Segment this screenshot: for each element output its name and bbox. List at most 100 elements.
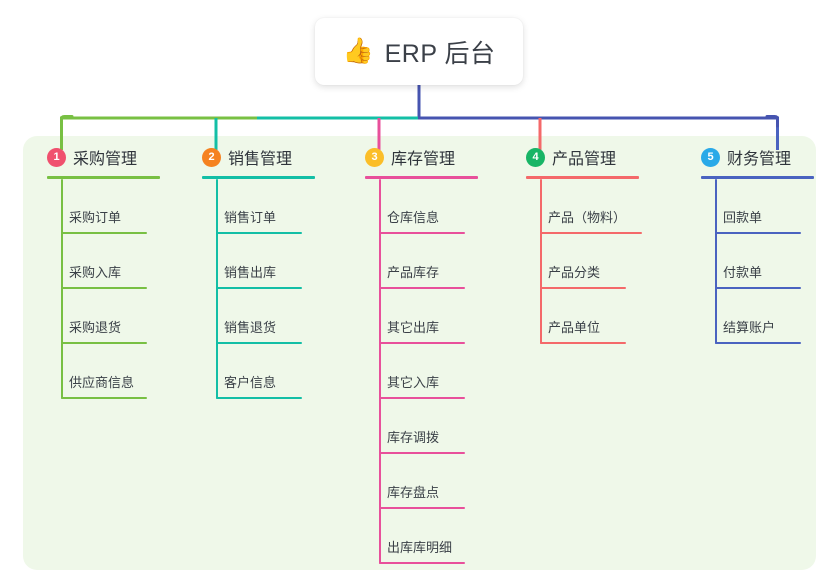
item-underline xyxy=(379,507,465,509)
item-underline xyxy=(715,287,801,289)
branch-column-2: 2 销售管理 销售订单 销售出库 销售退货 客户信息 xyxy=(202,145,315,399)
item-label: 产品单位 xyxy=(548,320,601,335)
item-underline xyxy=(61,342,147,344)
branch-title-2: 销售管理 xyxy=(228,151,293,168)
list-item[interactable]: 供应商信息 xyxy=(47,344,160,399)
branch-badge-1: 1 xyxy=(47,147,66,167)
item-label: 销售订单 xyxy=(224,210,277,225)
branch-badge-2: 2 xyxy=(202,147,221,167)
branch-title-4: 产品管理 xyxy=(552,151,617,168)
list-item[interactable]: 其它入库 xyxy=(365,344,478,399)
branch-items-1: 采购订单 采购入库 采购退货 供应商信息 xyxy=(47,179,160,399)
list-item[interactable]: 产品（物料） xyxy=(526,179,642,234)
list-item[interactable]: 回款单 xyxy=(701,179,814,234)
branch-spine-5 xyxy=(715,179,717,344)
branch-header-rule-2 xyxy=(202,176,315,179)
branch-header-4[interactable]: 4 产品管理 xyxy=(526,145,639,169)
item-label: 其它入库 xyxy=(387,375,440,390)
item-underline xyxy=(379,397,465,399)
list-item[interactable]: 产品单位 xyxy=(526,289,639,344)
item-underline xyxy=(379,342,465,344)
list-item[interactable]: 其它出库 xyxy=(365,289,478,344)
item-underline xyxy=(715,342,801,344)
branch-column-1: 1 采购管理 采购订单 采购入库 采购退货 供应商信息 xyxy=(47,145,160,399)
branch-spine-2 xyxy=(216,179,218,399)
branch-header-1[interactable]: 1 采购管理 xyxy=(47,145,160,169)
list-item[interactable]: 付款单 xyxy=(701,234,814,289)
list-item[interactable]: 客户信息 xyxy=(202,344,315,399)
item-underline xyxy=(61,287,147,289)
branch-column-4: 4 产品管理 产品（物料） 产品分类 产品单位 xyxy=(526,145,642,344)
branch-badge-5: 5 xyxy=(701,147,720,167)
branch-header-rule-4 xyxy=(526,176,639,179)
branch-header-5[interactable]: 5 财务管理 xyxy=(701,145,814,169)
item-label: 仓库信息 xyxy=(387,210,440,225)
item-underline xyxy=(540,287,626,289)
list-item[interactable]: 销售订单 xyxy=(202,179,315,234)
branch-items-4: 产品（物料） 产品分类 产品单位 xyxy=(526,179,642,344)
item-label: 采购退货 xyxy=(69,320,122,335)
branch-title-5: 财务管理 xyxy=(727,151,792,168)
branch-column-3: 3 库存管理 仓库信息 产品库存 其它出库 其它入库 库存调拨 xyxy=(365,145,478,564)
item-underline xyxy=(540,232,642,234)
branch-spine-4 xyxy=(540,179,542,344)
item-underline xyxy=(715,232,801,234)
item-underline xyxy=(216,342,302,344)
item-underline xyxy=(216,232,302,234)
branch-title-1: 采购管理 xyxy=(73,151,138,168)
branch-spine-1 xyxy=(61,179,63,399)
item-label: 产品（物料） xyxy=(548,210,627,225)
branch-header-rule-5 xyxy=(701,176,814,179)
list-item[interactable]: 产品分类 xyxy=(526,234,639,289)
item-underline xyxy=(216,287,302,289)
branch-spine-3 xyxy=(379,179,381,564)
item-underline xyxy=(379,232,465,234)
branch-title-3: 库存管理 xyxy=(391,151,456,168)
item-underline xyxy=(61,397,147,399)
item-label: 采购入库 xyxy=(69,265,122,280)
root-node[interactable]: 👍 ERP 后台 xyxy=(315,18,523,85)
list-item[interactable]: 出库库明细 xyxy=(365,509,478,564)
item-label: 销售出库 xyxy=(224,265,277,280)
item-label: 付款单 xyxy=(723,265,763,280)
item-label: 回款单 xyxy=(723,210,763,225)
branch-badge-3: 3 xyxy=(365,147,384,167)
item-label: 产品分类 xyxy=(548,265,601,280)
item-underline xyxy=(540,342,626,344)
root-title: ERP 后台 xyxy=(384,39,496,68)
list-item[interactable]: 仓库信息 xyxy=(365,179,478,234)
branch-column-5: 5 财务管理 回款单 付款单 结算账户 xyxy=(701,145,814,344)
list-item[interactable]: 产品库存 xyxy=(365,234,478,289)
item-label: 产品库存 xyxy=(387,265,440,280)
branch-header-3[interactable]: 3 库存管理 xyxy=(365,145,478,169)
branch-items-5: 回款单 付款单 结算账户 xyxy=(701,179,814,344)
item-underline xyxy=(61,232,147,234)
item-underline xyxy=(379,562,465,564)
item-label: 库存调拨 xyxy=(387,430,440,445)
list-item[interactable]: 库存盘点 xyxy=(365,454,478,509)
list-item[interactable]: 采购入库 xyxy=(47,234,160,289)
list-item[interactable]: 采购订单 xyxy=(47,179,160,234)
branch-items-3: 仓库信息 产品库存 其它出库 其它入库 库存调拨 库存盘点 xyxy=(365,179,478,564)
item-label: 客户信息 xyxy=(224,375,277,390)
item-label: 出库库明细 xyxy=(387,540,453,555)
item-label: 销售退货 xyxy=(224,320,277,335)
item-label: 结算账户 xyxy=(723,320,776,335)
list-item[interactable]: 结算账户 xyxy=(701,289,814,344)
branch-header-rule-3 xyxy=(365,176,478,179)
list-item[interactable]: 销售出库 xyxy=(202,234,315,289)
item-label: 供应商信息 xyxy=(69,375,135,390)
branch-badge-4: 4 xyxy=(526,147,545,167)
list-item[interactable]: 销售退货 xyxy=(202,289,315,344)
branch-items-2: 销售订单 销售出库 销售退货 客户信息 xyxy=(202,179,315,399)
item-underline xyxy=(379,287,465,289)
branch-header-rule-1 xyxy=(47,176,160,179)
thumbs-up-icon: 👍 xyxy=(342,37,374,65)
item-label: 其它出库 xyxy=(387,320,440,335)
list-item[interactable]: 采购退货 xyxy=(47,289,160,344)
branch-header-2[interactable]: 2 销售管理 xyxy=(202,145,315,169)
list-item[interactable]: 库存调拨 xyxy=(365,399,478,454)
item-underline xyxy=(216,397,302,399)
item-underline xyxy=(379,452,465,454)
item-label: 库存盘点 xyxy=(387,485,440,500)
